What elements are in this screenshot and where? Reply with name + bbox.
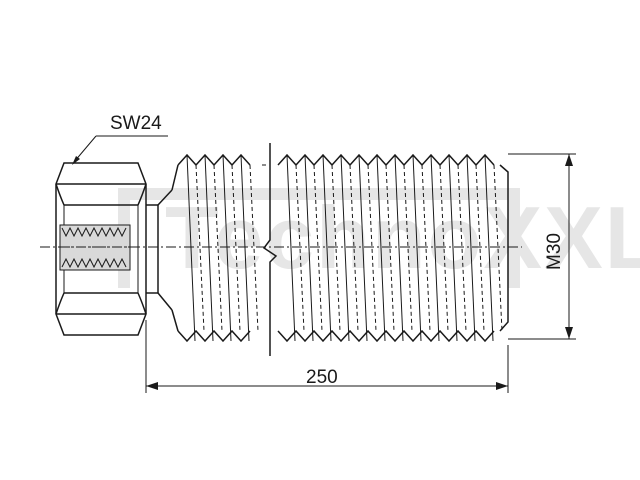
thread-size-label: M30 [544,233,565,270]
shank [146,189,173,311]
wrench-size-label: SW24 [110,113,162,134]
external-thread [171,153,509,343]
thread-diameter-dimension [508,153,576,340]
wrench-size-leader [72,135,168,165]
length-dimension [145,320,509,393]
overall-length-label: 250 [306,367,338,388]
break-line [262,143,278,356]
